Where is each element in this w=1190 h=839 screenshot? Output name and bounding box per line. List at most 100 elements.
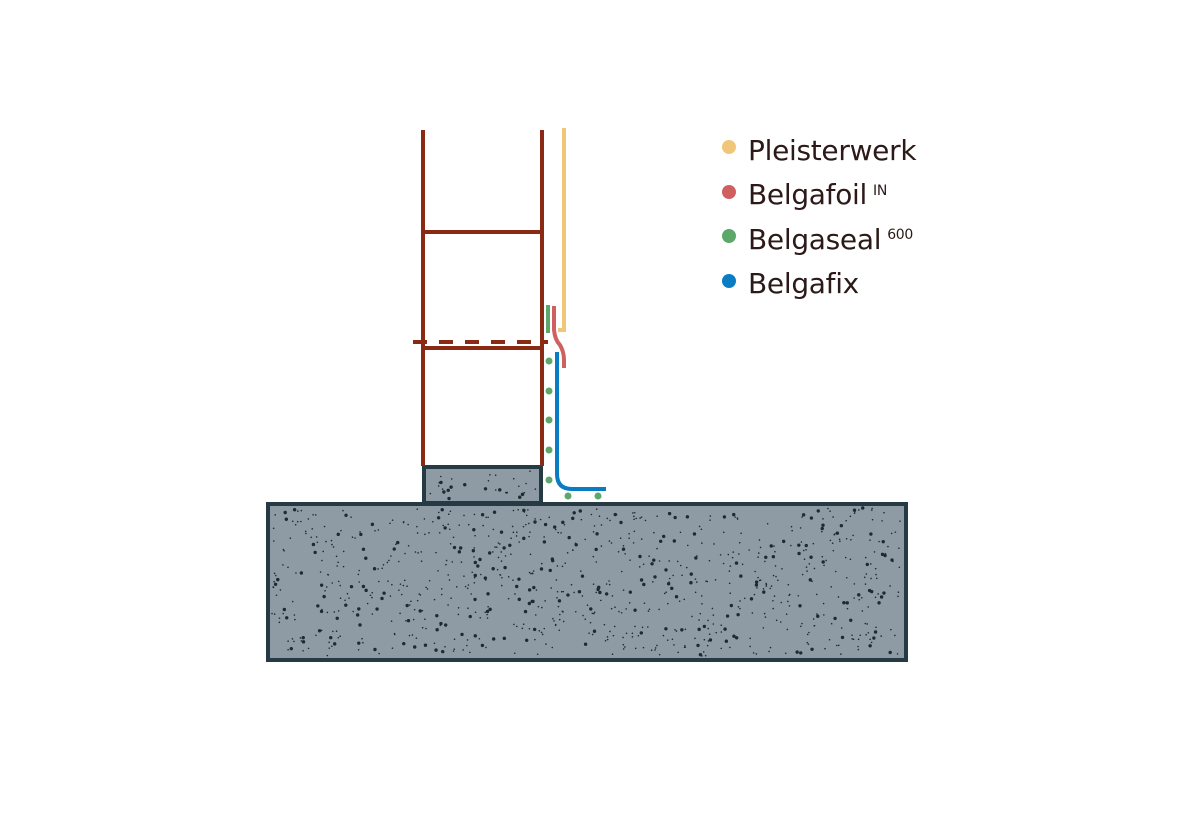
speckle (473, 556, 475, 558)
speckle (757, 552, 760, 554)
speckle (405, 603, 409, 608)
speckle (449, 485, 453, 489)
speckle (707, 619, 709, 622)
speckle (336, 565, 338, 567)
speckle (694, 637, 696, 640)
speckle (285, 616, 289, 620)
speckle (571, 549, 574, 551)
speckle (696, 643, 700, 648)
speckle (707, 640, 710, 642)
speckle (882, 591, 886, 595)
speckle (480, 512, 485, 517)
speckle (279, 589, 282, 591)
speckle (857, 638, 860, 641)
speckle (478, 557, 482, 562)
speckle (293, 614, 296, 616)
speckle (664, 627, 668, 631)
speckle (458, 546, 463, 550)
speckle (390, 620, 393, 623)
speckle (628, 537, 630, 539)
speckle (342, 565, 345, 568)
speckle (574, 543, 578, 547)
speckle (344, 603, 348, 607)
speckle (501, 576, 503, 579)
speckle (346, 592, 349, 595)
speckle (512, 531, 515, 534)
speckle (473, 576, 476, 579)
speckle (797, 551, 801, 556)
speckle (712, 614, 715, 616)
speckle (499, 543, 501, 545)
speckle (874, 567, 877, 570)
speckle (686, 544, 689, 547)
speckle (438, 531, 441, 534)
speckle (533, 520, 537, 524)
speckle (850, 539, 852, 541)
speckle (344, 599, 346, 602)
speckle (340, 529, 342, 532)
speckle (785, 613, 788, 615)
speckle (857, 645, 859, 648)
speckle (759, 546, 762, 549)
speckle (640, 538, 643, 540)
foundation-slab (266, 502, 908, 662)
speckle (589, 621, 592, 624)
speckle (652, 581, 654, 583)
speckle (566, 552, 569, 554)
speckle (851, 638, 853, 640)
speckle (619, 537, 622, 539)
speckle (739, 574, 743, 578)
speckle (457, 613, 460, 616)
speckle (577, 590, 582, 594)
belgafoil-line (552, 306, 566, 368)
speckle (283, 549, 285, 552)
speckle (849, 558, 852, 561)
speckle (823, 614, 825, 616)
speckle (486, 592, 490, 596)
speckle (398, 589, 400, 591)
speckle (471, 571, 474, 574)
speckle (896, 653, 899, 655)
speckle (806, 641, 809, 644)
speckle (809, 555, 813, 559)
speckle (712, 623, 715, 625)
speckle (324, 589, 326, 592)
speckle (622, 589, 625, 591)
speckle (605, 583, 608, 585)
speckle (558, 618, 561, 621)
speckle (871, 518, 874, 521)
speckle (404, 552, 406, 555)
speckle (527, 509, 529, 511)
speckle (863, 576, 866, 579)
speckle (502, 546, 506, 550)
speckle (832, 516, 834, 518)
speckle (389, 522, 391, 525)
speckle (539, 518, 542, 521)
speckle (803, 558, 806, 560)
speckle (480, 573, 482, 576)
speckle (273, 582, 278, 586)
legend-item-belgafix: Belgafix (722, 262, 916, 307)
speckle (864, 556, 867, 559)
speckle (462, 649, 464, 651)
speckle (600, 545, 603, 547)
legend-superscript: 600 (887, 227, 914, 244)
speckle (351, 536, 354, 538)
speckle (321, 559, 323, 562)
speckle (443, 526, 447, 530)
speckle (691, 615, 693, 618)
speckle (426, 588, 429, 590)
speckle (431, 520, 434, 523)
speckle (888, 650, 892, 655)
speckle (709, 519, 711, 521)
speckle (614, 606, 616, 608)
speckle (563, 523, 566, 526)
speckle (494, 489, 497, 491)
speckle (806, 570, 808, 572)
speckle (425, 586, 427, 589)
speckle (763, 612, 766, 615)
speckle (332, 630, 334, 633)
speckle (445, 559, 448, 562)
speckle (561, 565, 564, 568)
speckle (517, 597, 521, 602)
